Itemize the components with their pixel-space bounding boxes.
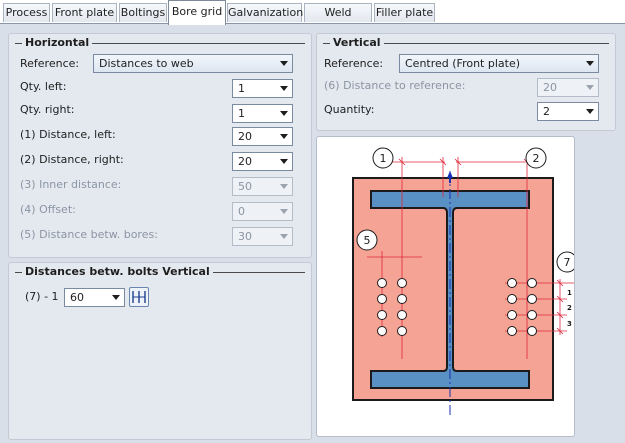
inner-distance-label: (3) Inner distance:	[20, 178, 122, 191]
chevron-down-icon	[586, 61, 594, 66]
i-beam-profile	[370, 190, 530, 389]
chevron-down-icon	[280, 134, 288, 139]
tab-front-plate[interactable]: Front plate	[52, 3, 117, 22]
chevron-down-icon	[112, 295, 120, 300]
axis-arrow-icon	[447, 171, 453, 178]
offset-value: 0	[238, 205, 245, 218]
chevron-down-icon	[280, 209, 288, 214]
group-divider	[15, 43, 305, 44]
distance-left-select[interactable]: 20	[232, 127, 293, 146]
row-number-1: 1	[567, 289, 572, 297]
distance-between-bores-value: 30	[238, 230, 252, 243]
chevron-down-icon	[586, 85, 594, 90]
distribute-spacing-button[interactable]	[129, 287, 149, 307]
tab-boltings[interactable]: Boltings	[119, 3, 167, 22]
bore-grid-diagram-frame: 1 2 5 7 1 2 3	[316, 136, 578, 437]
vertical-reference-label: Reference:	[324, 57, 384, 70]
inner-distance-value: 50	[238, 180, 252, 193]
callout-5	[356, 229, 378, 251]
chevron-down-icon	[280, 86, 288, 91]
qty-right-select[interactable]: 1	[232, 104, 293, 123]
distance-right-value: 20	[238, 155, 252, 168]
row-number-2: 2	[567, 304, 572, 312]
bolts-vertical-group: Distances betw. bolts Vertical (7) - 1 6…	[8, 262, 312, 440]
chevron-down-icon	[280, 234, 288, 239]
horizontal-reference-select[interactable]: Distances to web	[93, 54, 293, 73]
qty-left-value: 1	[238, 82, 245, 95]
bore-grid-diagram: 1 2 5 7 1 2 3	[352, 147, 578, 417]
callout-1-label: 1	[380, 152, 387, 165]
horizontal-title: Horizontal	[22, 36, 93, 49]
chevron-down-icon	[586, 109, 594, 114]
qty-right-label: Qty. right:	[20, 103, 75, 116]
tab-bar: Process Front plate Boltings Bore grid G…	[0, 0, 625, 37]
distance-to-reference-select[interactable]: 20	[537, 78, 599, 97]
horizontal-group: Horizontal Reference: Distances to web Q…	[8, 33, 312, 258]
distance-left-value: 20	[238, 130, 252, 143]
tab-weld-seams[interactable]: Weld seams	[304, 3, 372, 37]
reference-label: Reference:	[20, 57, 80, 70]
bore-holes	[377, 278, 537, 336]
qty-right-value: 1	[238, 107, 245, 120]
tab-galvanization[interactable]: Galvanization	[227, 3, 303, 22]
distance-left-label: (1) Distance, left:	[20, 128, 116, 141]
offset-label: (4) Offset:	[20, 203, 76, 216]
quantity-label: Quantity:	[324, 103, 375, 116]
bolts-vertical-title: Distances betw. bolts Vertical	[22, 265, 213, 278]
bolt-distance-value: 60	[70, 291, 84, 304]
vertical-reference-value: Centred (Front plate)	[405, 57, 521, 70]
qty-left-label: Qty. left:	[20, 80, 67, 93]
distribute-spacing-icon	[132, 291, 146, 303]
tab-bore-grid[interactable]: Bore grid	[168, 0, 226, 25]
callout-2-label: 2	[533, 152, 540, 165]
distance-right-label: (2) Distance, right:	[20, 153, 124, 166]
distance-to-reference-label: (6) Distance to reference:	[324, 79, 466, 92]
inner-distance-select[interactable]: 50	[232, 177, 293, 196]
distance-to-reference-value: 20	[543, 81, 557, 94]
callout-7-label: 7	[564, 256, 571, 269]
row-number-3: 3	[567, 320, 572, 328]
chevron-down-icon	[280, 111, 288, 116]
vertical-title: Vertical	[330, 36, 384, 49]
vertical-reference-select[interactable]: Centred (Front plate)	[399, 54, 599, 73]
bore-grid-page: Horizontal Reference: Distances to web Q…	[0, 23, 625, 443]
vertical-group: Vertical Reference: Centred (Front plate…	[316, 33, 616, 131]
tab-filler-plate[interactable]: Filler plate	[374, 3, 435, 22]
distance-right-select[interactable]: 20	[232, 152, 293, 171]
offset-select[interactable]: 0	[232, 202, 293, 221]
distance-between-bores-label: (5) Distance betw. bores:	[20, 228, 158, 241]
distance-between-bores-select[interactable]: 30	[232, 227, 293, 246]
callout-2	[525, 147, 547, 169]
callout-5-label: 5	[364, 234, 371, 247]
group-divider	[323, 43, 609, 44]
qty-left-select[interactable]: 1	[232, 79, 293, 98]
chevron-down-icon	[280, 159, 288, 164]
quantity-value: 2	[543, 105, 550, 118]
bolt-distance-select[interactable]: 60	[64, 288, 125, 307]
tab-process[interactable]: Process	[3, 3, 50, 22]
quantity-select[interactable]: 2	[537, 102, 599, 121]
callout-1	[372, 147, 394, 169]
row-label: (7) - 1	[25, 290, 59, 303]
chevron-down-icon	[280, 61, 288, 66]
chevron-down-icon	[280, 184, 288, 189]
horizontal-reference-value: Distances to web	[99, 57, 194, 70]
